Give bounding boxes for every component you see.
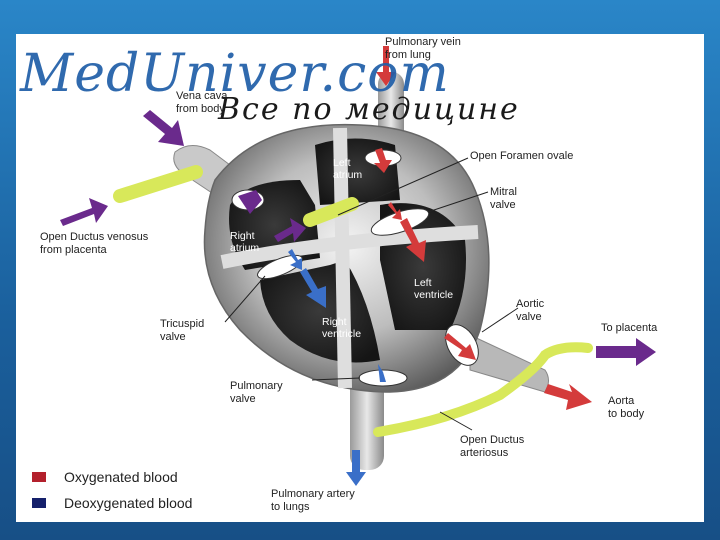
foramen-ovale-tube — [303, 197, 359, 227]
mitral-valve-leader — [427, 191, 489, 213]
septum-horizontal — [220, 225, 479, 269]
tricuspid-valve-leader — [224, 275, 266, 323]
foramen-flow-arrow — [274, 218, 306, 242]
tricuspid-valve — [257, 254, 303, 280]
aortic-outflow-arrow — [444, 333, 476, 360]
label-aorta-to-body: Aorta to body — [608, 395, 645, 420]
ductus-arteriosus-tube — [373, 342, 593, 437]
left-atrium-arrow — [374, 148, 392, 173]
label-right-ventricle: Right ventricle — [322, 316, 362, 340]
vena-cava-arrow — [143, 110, 184, 146]
label-open-ductus-venosus: Open Ductus venosus from placenta — [40, 231, 149, 256]
right-ventricle-arrow — [300, 268, 326, 308]
to-placenta-arrow — [596, 338, 656, 366]
label-aortic-valve: Aortic valve — [516, 298, 545, 323]
pulmonary-valve-arrow — [378, 364, 386, 382]
label-right-atrium: Right atrium — [230, 230, 260, 254]
label-vena-cava: Vena cava from body — [176, 90, 228, 115]
foramen-ovale-leader — [337, 157, 469, 216]
label-to-placenta: To placenta — [601, 322, 658, 334]
tricuspid-inflow-arrow — [288, 249, 302, 270]
legend-deoxygenated-label: Deoxygenated blood — [64, 495, 193, 511]
aortic-valve-leader — [481, 307, 519, 333]
label-mitral-valve: Mitral valve — [490, 186, 517, 211]
label-pulmonary-valve: Pulmonary valve — [230, 380, 283, 405]
label-open-foramen-ovale: Open Foramen ovale — [470, 150, 574, 162]
septum-vertical — [333, 127, 352, 389]
pulmonary-valve-leader — [311, 377, 361, 381]
label-pulmonary-artery: Pulmonary artery to lungs — [271, 488, 355, 513]
ductus-venosus-arrow — [60, 198, 108, 226]
right-atrium-inflow-arrow — [238, 190, 262, 214]
mitral-inflow-arrow — [388, 202, 402, 220]
legend-oxygenated-label: Oxygenated blood — [64, 469, 178, 485]
label-tricuspid-valve: Tricuspid valve — [160, 318, 205, 343]
watermark-brand: MedUniver.com — [20, 44, 450, 104]
label-left-atrium: Left atrium — [333, 157, 363, 181]
ductus-venosus-tube — [113, 165, 203, 203]
left-ventricle-arrow — [400, 218, 426, 262]
pulmonary-vein-arrow — [376, 46, 396, 86]
legend-swatch-deoxygenated — [32, 498, 46, 508]
label-open-ductus-arteriosus: Open Ductus arteriosus — [460, 434, 525, 459]
label-left-ventricle: Left ventricle — [414, 277, 454, 301]
aorta-to-body-arrow — [544, 384, 592, 410]
pulmonary-artery-arrow — [346, 450, 366, 486]
label-pulmonary-vein: Pulmonary vein from lung — [385, 36, 461, 61]
watermark-tagline: Все по медицине — [218, 92, 520, 127]
legend-swatch-oxygenated — [32, 472, 46, 482]
ductus-arteriosus-leader — [439, 411, 473, 431]
